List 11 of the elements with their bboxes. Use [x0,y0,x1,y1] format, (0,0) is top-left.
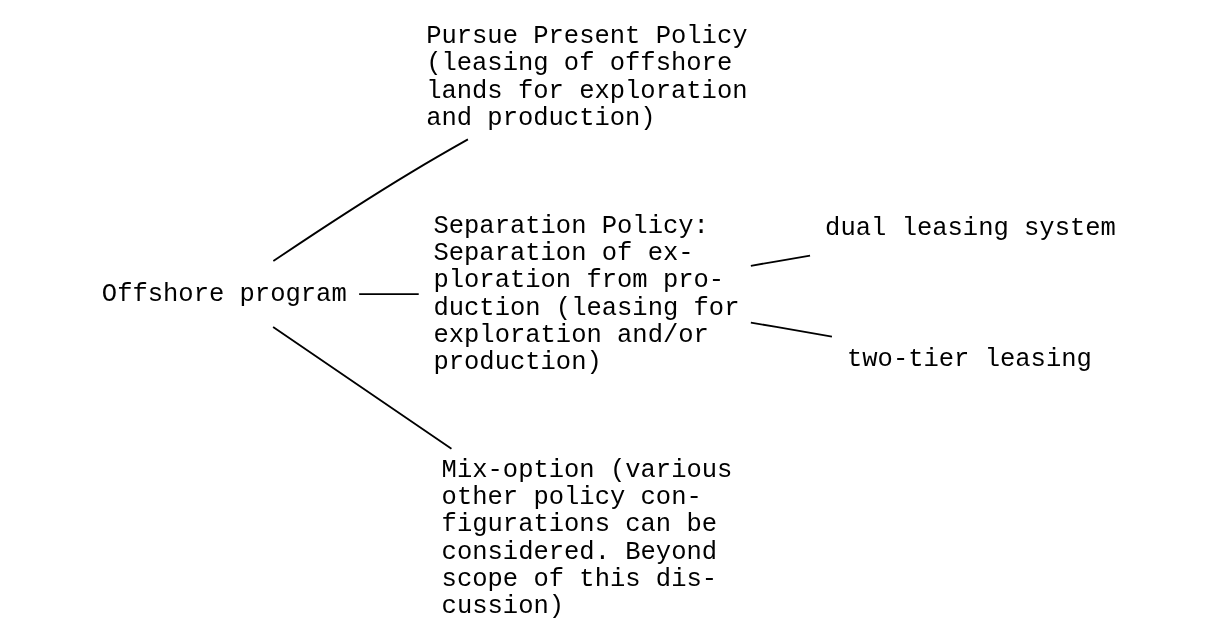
node-text: Offshore program [101,279,347,309]
connector [357,293,420,296]
connector [271,326,452,450]
node-text: dual leasing system [824,214,1116,244]
node-text: Pursue Present Policy (leasing of offshore lands for exploration and production) [425,22,747,134]
node-text: two-tier leasing [846,345,1092,375]
connector [271,138,469,262]
connector [749,321,833,338]
connector [749,254,811,267]
node-text: Separation Policy: Separation of ex- ploration from pro- duction (leasing for exploration and/or production) [432,211,739,378]
node-text: Mix-option (various other policy con- figurations can be considered. Beyond scope of this dis- cussion) [441,455,732,622]
